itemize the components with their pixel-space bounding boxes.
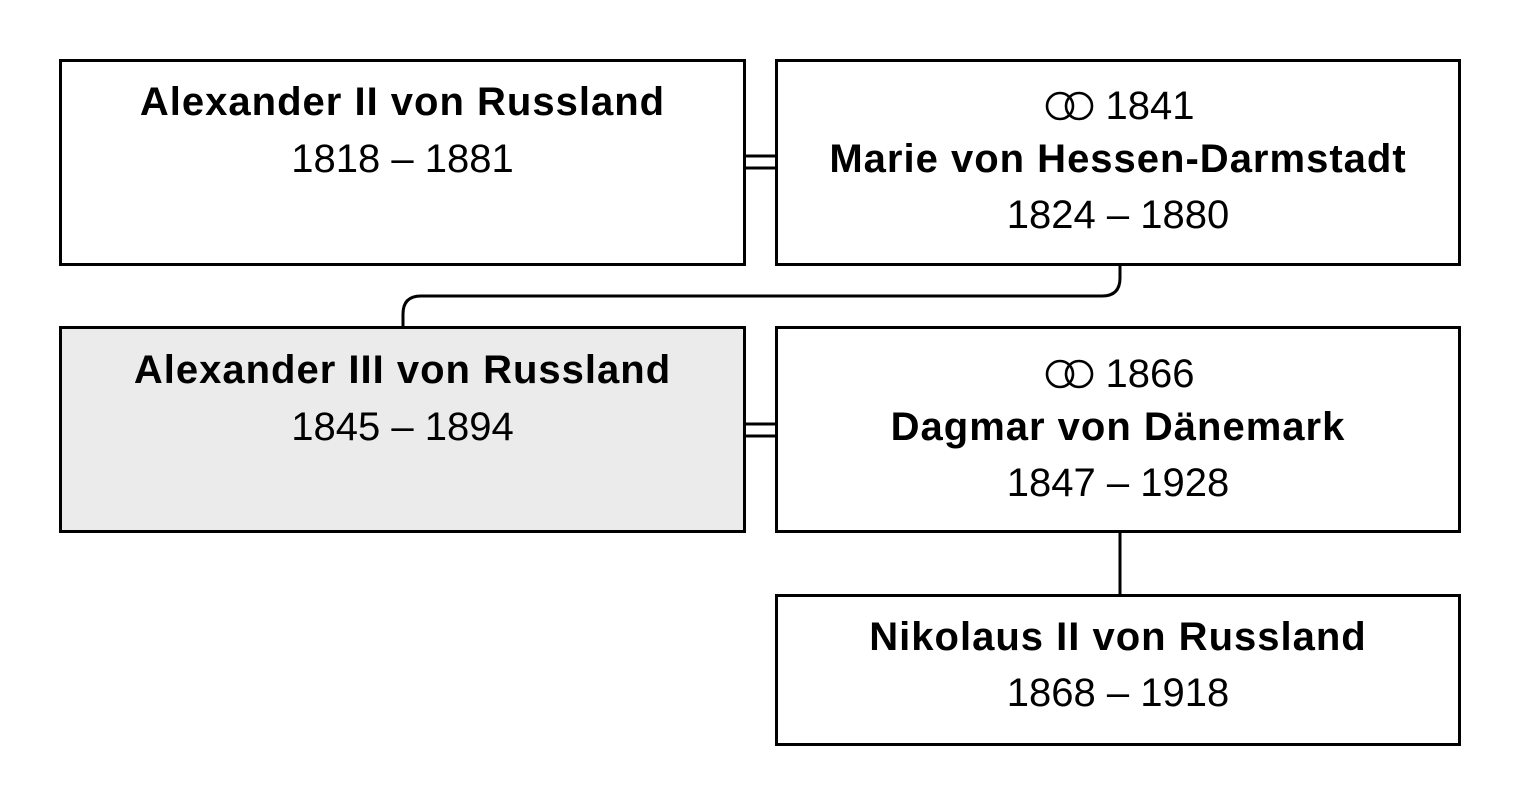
person-dates: 1818 – 1881 [291,137,514,181]
marriage-info: 1841 [778,86,1458,126]
person-marie-von-hessen-darmstadt: 1841 Marie von Hessen-Darmstadt 1824 – 1… [775,59,1461,266]
person-alexander-ii: Alexander II von Russland 1818 – 1881 [59,59,746,266]
person-name: Nikolaus II von Russland [869,615,1367,659]
person-dagmar-von-daenemark: 1866 Dagmar von Dänemark 1847 – 1928 [775,326,1461,533]
person-name: Alexander III von Russland [133,348,672,392]
interlocked-rings-icon [1045,359,1093,389]
marriage-year: 1841 [1105,84,1195,128]
person-alexander-iii: Alexander III von Russland 1845 – 1894 [59,326,746,533]
person-dates: 1847 – 1928 [1006,461,1230,505]
person-dates: 1845 – 1894 [291,405,514,449]
person-dates: 1868 – 1918 [1006,671,1230,715]
person-dates: 1824 – 1880 [1006,193,1230,237]
person-nikolaus-ii: Nikolaus II von Russland 1868 – 1918 [775,594,1461,746]
descent-line-alexander-iii [401,264,1122,328]
person-name: Marie von Hessen-Darmstadt [829,137,1407,181]
marriage-info: 1866 [778,354,1458,394]
person-name: Dagmar von Dänemark [890,405,1346,449]
marriage-year: 1866 [1105,352,1195,396]
interlocked-rings-icon [1045,91,1093,121]
person-name: Alexander II von Russland [139,80,666,124]
